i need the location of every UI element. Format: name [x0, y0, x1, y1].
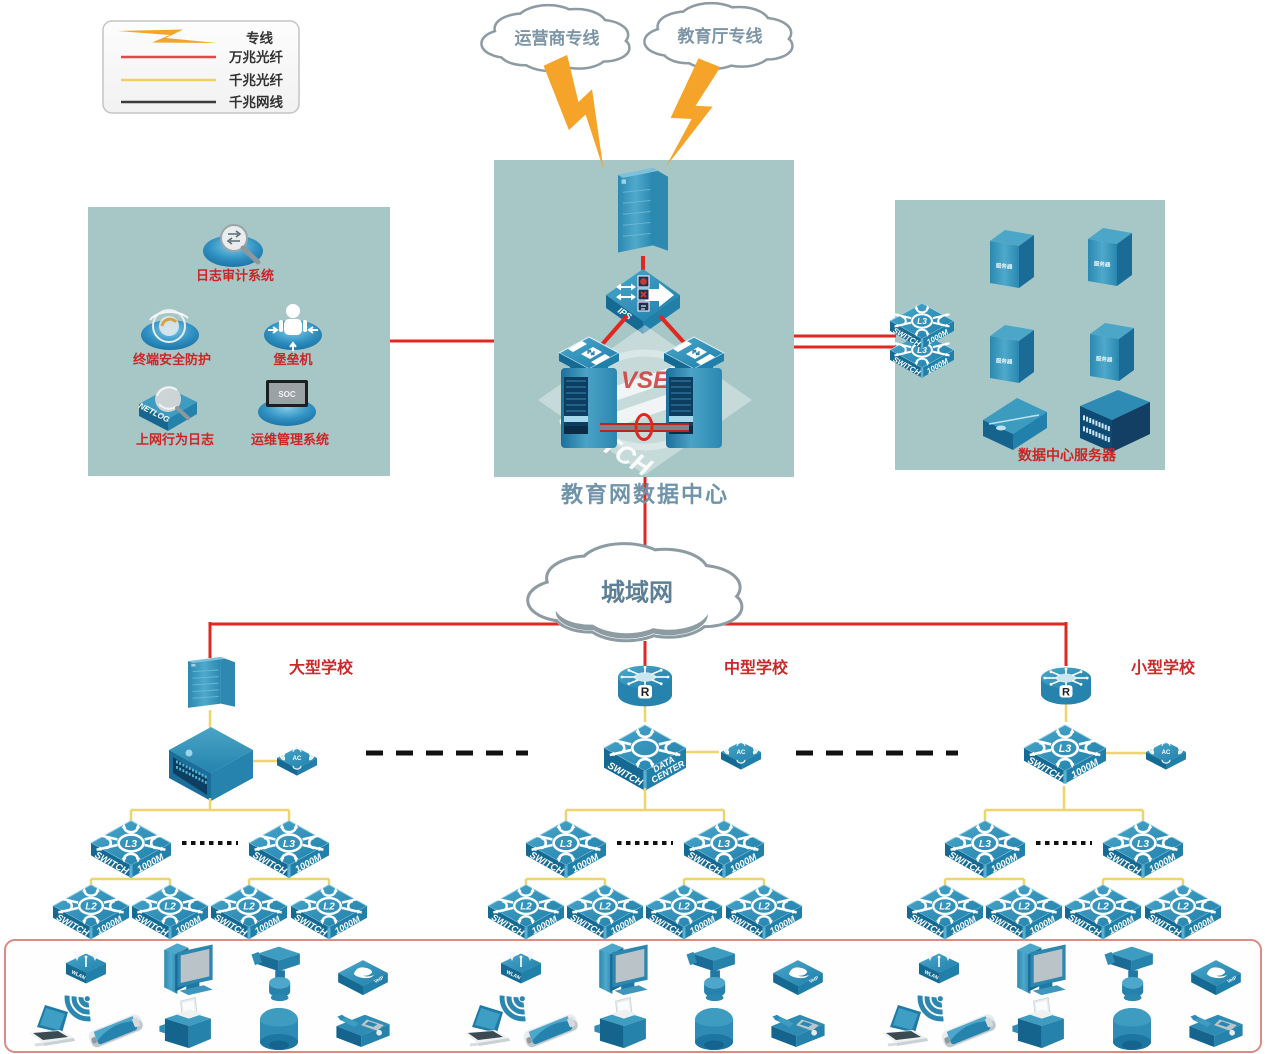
svg-text:L2: L2 — [1018, 902, 1030, 913]
svg-text:L2: L2 — [243, 902, 255, 913]
svg-text:日志审计系统: 日志审计系统 — [196, 268, 274, 283]
svg-text:VoIP: VoIP — [373, 975, 384, 984]
svg-text:VoIP: VoIP — [1226, 975, 1237, 984]
svg-text:L2: L2 — [85, 902, 97, 913]
svg-text:L2: L2 — [1097, 902, 1109, 913]
svg-text:L2: L2 — [1177, 902, 1189, 913]
svg-text:城域网: 城域网 — [601, 578, 673, 606]
svg-text:AC: AC — [737, 750, 746, 756]
svg-text:服务器: 服务器 — [996, 261, 1014, 270]
svg-text:R: R — [641, 685, 650, 699]
svg-text:大型学校: 大型学校 — [289, 658, 354, 677]
svg-text:千兆光纤: 千兆光纤 — [229, 72, 283, 88]
svg-text:服务器: 服务器 — [1094, 259, 1112, 268]
svg-text:L3: L3 — [917, 345, 927, 355]
svg-text:L3: L3 — [560, 839, 572, 850]
svg-text:L2: L2 — [599, 902, 611, 913]
svg-text:L2: L2 — [323, 902, 335, 913]
svg-text:VSE: VSE — [621, 367, 670, 394]
svg-text:SOC: SOC — [278, 390, 296, 399]
svg-text:小型学校: 小型学校 — [1131, 658, 1196, 677]
svg-text:服务器: 服务器 — [996, 356, 1014, 365]
svg-text:AC: AC — [1162, 750, 1171, 756]
svg-text:L3: L3 — [1137, 839, 1149, 850]
svg-text:AC: AC — [293, 756, 302, 762]
svg-text:堡垒机: 堡垒机 — [273, 352, 312, 367]
svg-text:L2: L2 — [520, 902, 532, 913]
svg-text:教育网数据中心: 教育网数据中心 — [561, 482, 729, 507]
svg-text:万兆光纤: 万兆光纤 — [228, 49, 283, 65]
svg-text:终端安全防护: 终端安全防护 — [133, 352, 211, 367]
svg-text:L2: L2 — [758, 902, 770, 913]
svg-text:教育厅专线: 教育厅专线 — [677, 26, 763, 46]
svg-text:千兆网线: 千兆网线 — [229, 94, 283, 110]
svg-text:运维管理系统: 运维管理系统 — [251, 432, 329, 447]
svg-text:R: R — [1062, 686, 1070, 698]
svg-text:VoIP: VoIP — [808, 975, 819, 984]
svg-text:L3: L3 — [283, 839, 295, 850]
svg-text:L2: L2 — [164, 902, 176, 913]
svg-text:L3: L3 — [718, 839, 730, 850]
svg-text:中型学校: 中型学校 — [724, 658, 789, 677]
svg-text:运营商专线: 运营商专线 — [515, 28, 600, 48]
svg-text:L3: L3 — [1059, 743, 1072, 755]
svg-text:L3: L3 — [125, 839, 137, 850]
svg-text:L2: L2 — [939, 902, 951, 913]
svg-text:L3: L3 — [917, 316, 927, 326]
svg-text:上网行为日志: 上网行为日志 — [136, 432, 214, 447]
svg-text:专线: 专线 — [246, 30, 273, 46]
svg-text:服务器: 服务器 — [1096, 354, 1114, 363]
svg-text:数据中心服务器: 数据中心服务器 — [1018, 447, 1117, 463]
svg-text:L3: L3 — [979, 839, 991, 850]
svg-text:L2: L2 — [678, 902, 690, 913]
